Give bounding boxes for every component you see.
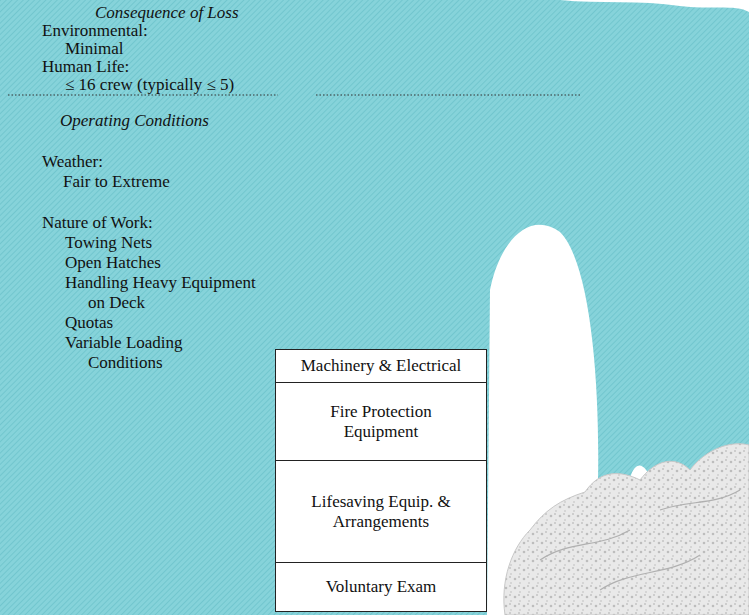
note-text: Towing Nets	[65, 233, 152, 253]
category-box: Machinery & Electrical	[275, 349, 487, 383]
box-label: Machinery & Electrical	[301, 356, 461, 376]
category-box: Voluntary Exam	[275, 562, 487, 612]
note-text: Fair to Extreme	[63, 172, 170, 192]
divider-line	[8, 94, 278, 95]
note-text: Environmental:	[42, 21, 148, 41]
category-box: Lifesaving Equip. & Arrangements	[275, 460, 487, 563]
note-text: Weather:	[42, 152, 103, 172]
rock-shading	[540, 490, 740, 590]
note-text: ≤ 16 crew (typically ≤ 5)	[65, 75, 234, 95]
section-heading: Operating Conditions	[60, 111, 209, 131]
box-label: Fire Protection Equipment	[301, 402, 461, 442]
category-box: Fire Protection Equipment	[275, 382, 487, 461]
box-label: Voluntary Exam	[326, 577, 437, 597]
section-heading: Consequence of Loss	[95, 3, 239, 23]
note-text: Open Hatches	[65, 253, 161, 273]
note-text: Quotas	[65, 313, 113, 333]
divider-line	[316, 94, 580, 95]
box-label: Lifesaving Equip. & Arrangements	[301, 492, 461, 532]
note-text: Handling Heavy Equipment on Deck	[65, 273, 273, 313]
note-text: Human Life:	[42, 57, 129, 77]
note-text: Variable Loading Conditions	[65, 333, 238, 373]
rock-illustration	[504, 444, 749, 615]
note-text: Nature of Work:	[42, 213, 153, 233]
note-text: Minimal	[65, 39, 124, 59]
